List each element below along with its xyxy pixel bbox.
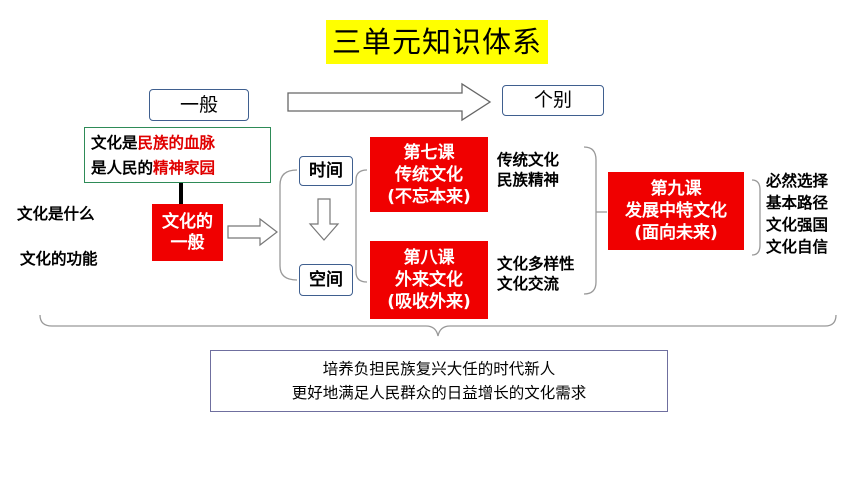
quote-line1-prefix: 文化是 bbox=[91, 133, 138, 152]
lesson9-topic: 文化强国 bbox=[766, 216, 829, 234]
general-box: 一般 bbox=[149, 89, 249, 121]
lesson7-line: 第七课 bbox=[403, 142, 455, 163]
lesson8-topics: 文化多样性 文化交流 bbox=[497, 254, 575, 294]
goal-line: 培养负担民族复兴大任的时代新人 bbox=[322, 360, 556, 378]
lesson7-topics: 传统文化 民族精神 bbox=[497, 150, 559, 190]
lesson9-topic: 必然选择 bbox=[766, 172, 829, 190]
lesson9-topic: 基本路径 bbox=[766, 194, 829, 212]
quote-line-2: 是人民的精神家园 bbox=[91, 155, 270, 180]
goal-line: 更好地满足人民群众的日益增长的文化需求 bbox=[291, 384, 587, 402]
lesson7-line: 传统文化 bbox=[395, 164, 463, 185]
lesson7-topic: 传统文化 bbox=[497, 151, 560, 169]
quote-line2-prefix: 是人民的 bbox=[91, 158, 154, 177]
quote-line1-highlight: 民族的血脉 bbox=[137, 133, 216, 152]
culture-general-line: 文化的 bbox=[162, 211, 213, 232]
time-to-space-arrow bbox=[308, 198, 340, 241]
lesson8-line: 外来文化 bbox=[395, 270, 463, 290]
quote-line2-highlight: 精神家园 bbox=[153, 158, 216, 177]
lesson9-box: 第九课 发展中特文化 (面向未来) bbox=[608, 172, 744, 250]
lesson8-line: 第八课 bbox=[403, 248, 455, 268]
culture-general-box: 文化的 一般 bbox=[152, 204, 223, 261]
lessons-left-bracket bbox=[355, 169, 368, 283]
lesson9-topics: 必然选择 基本路径 文化强国 文化自信 bbox=[766, 170, 828, 258]
page-title: 三单元知识体系 bbox=[326, 20, 548, 64]
lesson9-line: 第九课 bbox=[650, 179, 702, 199]
lesson8-topic: 文化多样性 bbox=[497, 255, 575, 273]
general-to-individual-arrow bbox=[287, 82, 492, 122]
space-box: 空间 bbox=[299, 264, 353, 296]
culture-function-label: 文化的功能 bbox=[20, 250, 98, 268]
individual-box: 个别 bbox=[502, 85, 604, 116]
bottom-brace bbox=[39, 314, 837, 337]
time-box: 时间 bbox=[299, 156, 353, 186]
lesson9-bracket bbox=[751, 179, 761, 256]
time-space-bracket bbox=[279, 169, 298, 281]
lesson7-box: 第七课 传统文化 (不忘本来) bbox=[370, 137, 488, 212]
lesson8-topic: 文化交流 bbox=[497, 275, 560, 293]
lesson7-topic: 民族精神 bbox=[497, 171, 560, 189]
culture-general-line: 一般 bbox=[170, 232, 205, 253]
lesson7-line: (不忘本来) bbox=[387, 186, 471, 207]
right-hollow-arrow bbox=[227, 217, 278, 247]
culture-quote-box: 文化是民族的血脉 是人民的精神家园 bbox=[84, 127, 271, 183]
lesson8-line: (吸收外来) bbox=[387, 292, 471, 312]
lesson8-box: 第八课 外来文化 (吸收外来) bbox=[370, 241, 488, 319]
lesson9-line: (面向未来) bbox=[634, 223, 718, 243]
lessons-right-bracket bbox=[583, 146, 597, 295]
lesson9-topic: 文化自信 bbox=[766, 238, 829, 256]
goal-box: 培养负担民族复兴大任的时代新人 更好地满足人民群众的日益增长的文化需求 bbox=[210, 350, 668, 412]
lesson9-line: 发展中特文化 bbox=[625, 201, 727, 221]
quote-line-1: 文化是民族的血脉 bbox=[91, 130, 270, 155]
what-is-culture-label: 文化是什么 bbox=[17, 205, 95, 223]
